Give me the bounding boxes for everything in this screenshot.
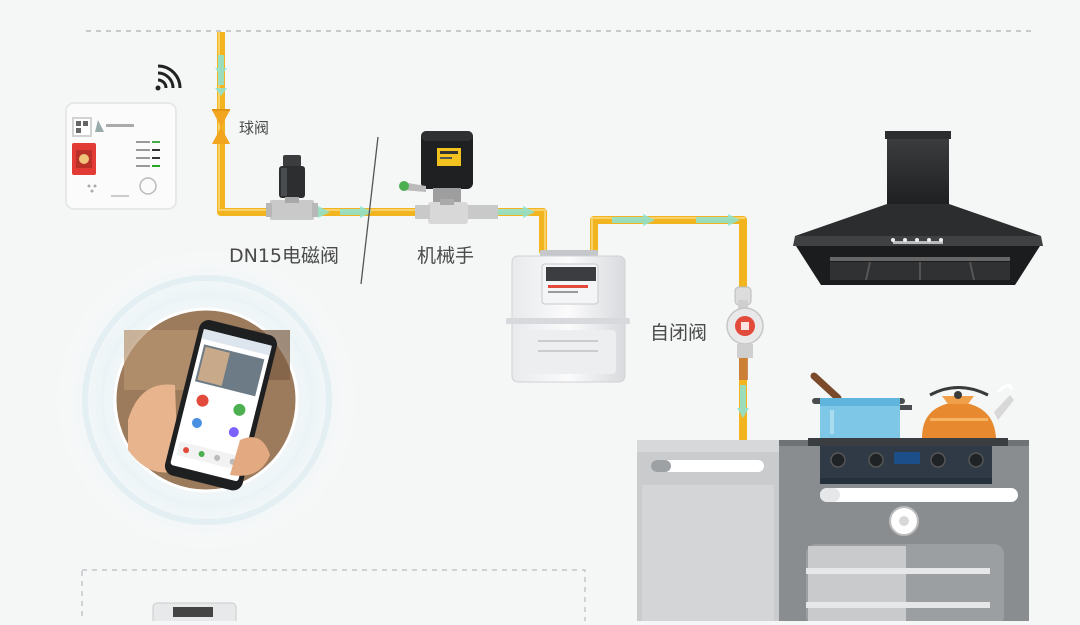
stove-display-text xyxy=(894,452,920,464)
stove-display-panel xyxy=(894,452,920,464)
signal-ring-outer xyxy=(82,275,332,525)
bottom-dashed-box xyxy=(81,569,586,625)
kettle xyxy=(922,384,1014,438)
range-hood xyxy=(793,131,1043,285)
kitchen-cabinet xyxy=(637,438,1029,625)
cooking-pot xyxy=(810,372,912,438)
bottom-device-screen xyxy=(173,607,213,617)
divider-slash xyxy=(360,136,379,285)
manipulator-label: 机械手 xyxy=(417,245,475,267)
self-closing-valve xyxy=(726,286,764,380)
mechanical-manipulator xyxy=(399,131,498,224)
gas-meter xyxy=(506,250,630,383)
ball-valve xyxy=(212,109,230,144)
wifi-icon xyxy=(155,64,182,91)
phone-app-photo xyxy=(113,307,299,493)
solenoid-valve xyxy=(266,155,318,220)
solenoid-valve-label: DN15电磁阀 xyxy=(229,245,340,267)
ball-valve-label: 球阀 xyxy=(239,119,270,137)
gas-detector-device xyxy=(65,102,177,210)
self-closing-valve-label: 自闭阀 xyxy=(650,322,708,344)
signal-ring-inner xyxy=(100,293,314,507)
meter-reading xyxy=(548,268,596,279)
